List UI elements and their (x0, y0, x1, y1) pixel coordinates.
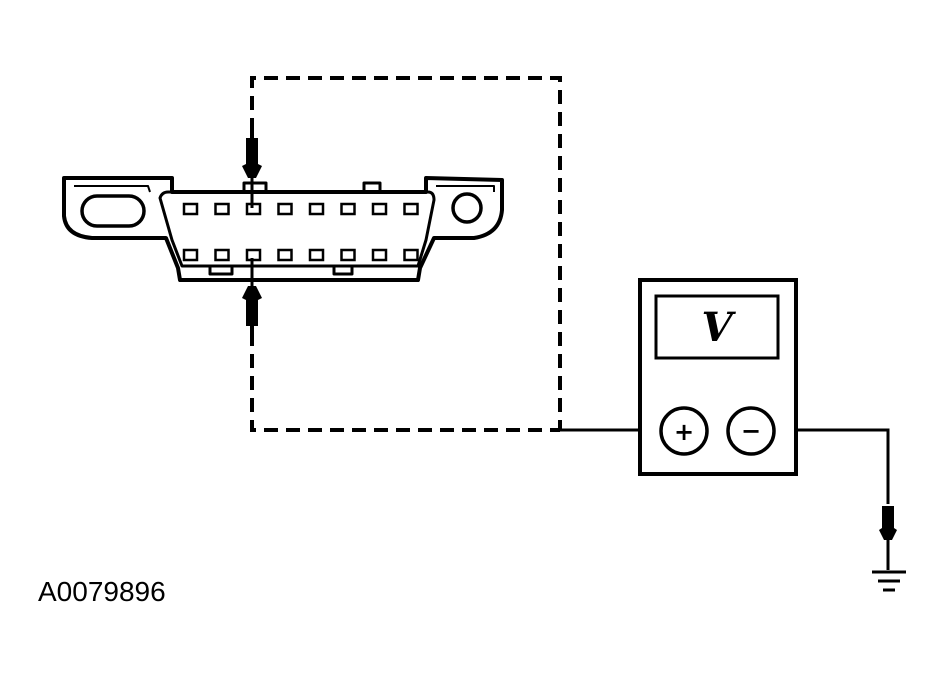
connector-pin (182, 202, 199, 216)
voltmeter-icon: V + − (638, 278, 798, 476)
plus-terminal-label: + (674, 418, 694, 446)
connector-pin (403, 202, 419, 216)
connector-pin (214, 202, 230, 216)
test-probe-icon (242, 286, 262, 334)
plus-terminal (659, 406, 709, 456)
test-probe-icon (242, 130, 262, 178)
connector-pin (371, 248, 388, 262)
dashed-test-lead (250, 76, 562, 432)
ground-symbol-icon (872, 570, 906, 592)
test-probe-icon (879, 506, 897, 540)
connector-pin (308, 248, 325, 262)
minus-terminal-label: − (741, 417, 761, 445)
connector-pin (277, 202, 293, 216)
obd-connector-icon (62, 176, 504, 282)
minus-terminal (726, 406, 776, 456)
connector-pin (340, 202, 356, 216)
connector-pin (277, 248, 293, 262)
meter-display (654, 294, 780, 360)
meter-display-label: V (701, 304, 736, 351)
connector-pins (182, 202, 419, 262)
connector-pin (403, 248, 419, 262)
connector-pin (214, 248, 230, 262)
connector-pin (308, 202, 325, 216)
connector-pin (371, 202, 388, 216)
figure-id: A0079896 (38, 576, 166, 607)
connector-pin (340, 248, 356, 262)
connector-pin (182, 248, 199, 262)
